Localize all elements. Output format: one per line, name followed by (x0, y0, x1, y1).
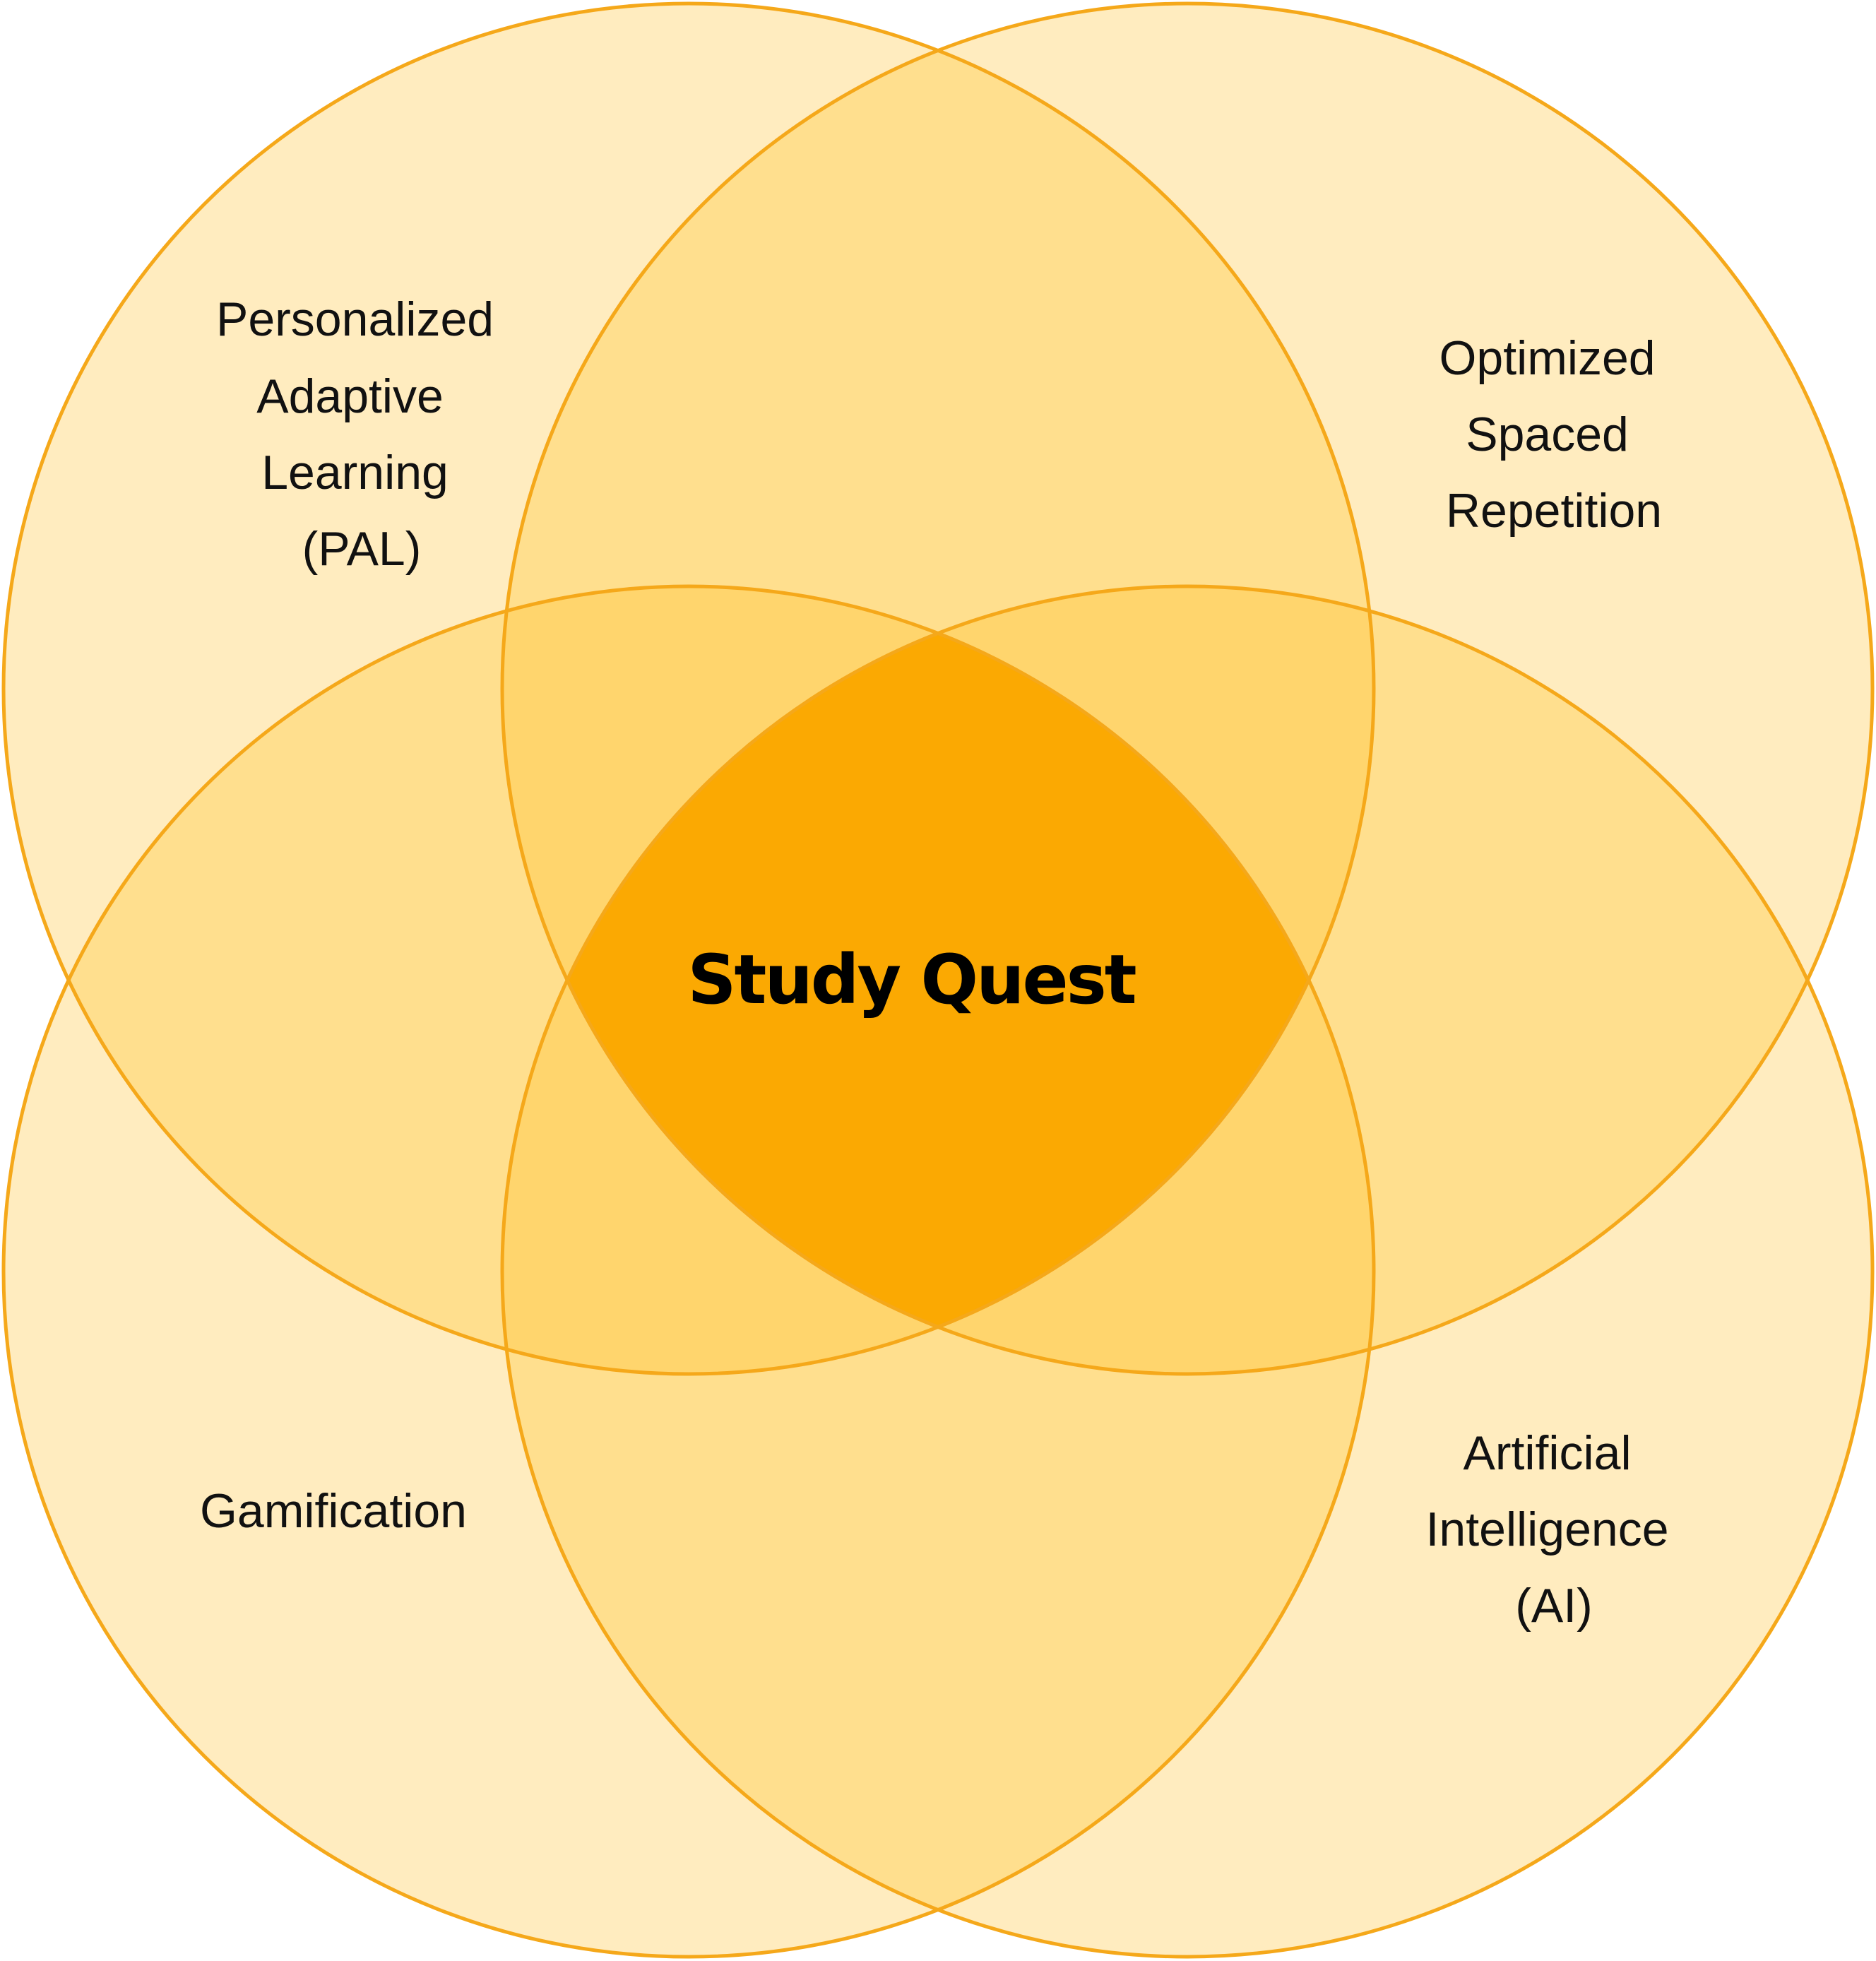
circle-outline-osr (500, 1, 1875, 1376)
set-label-pal: Personalized Adaptive Learning (PAL) (216, 292, 507, 576)
circle-outline-ai (500, 584, 1875, 1959)
circle-outline-gam (1, 584, 1376, 1959)
set-label-osr: Optimized Spaced Repetition (1439, 331, 1668, 538)
circle-outline-pal (1, 1, 1376, 1376)
set-label-ai: Artificial Intelligence (AI) (1426, 1426, 1682, 1633)
center-label: Study Quest (687, 940, 1135, 1019)
set-label-gam: Gamification (200, 1484, 467, 1538)
